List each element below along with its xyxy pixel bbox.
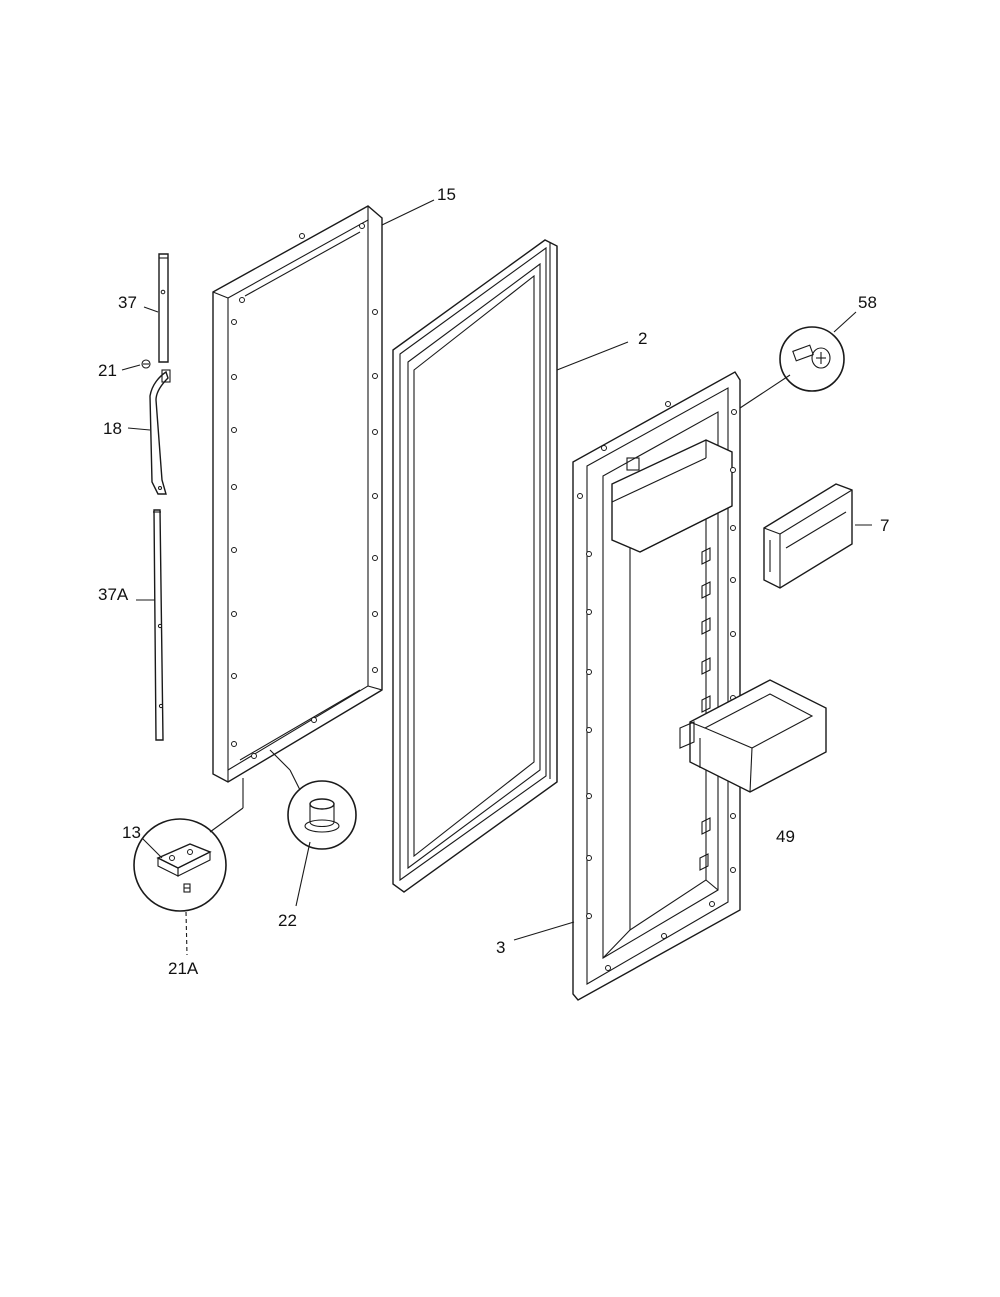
part-7-cover xyxy=(763,483,853,589)
part-3-inner-door-liner xyxy=(572,371,741,1001)
part-15-outer-door-panel xyxy=(212,205,383,783)
part-22-bushing-detail xyxy=(287,780,357,850)
part-18-hinge xyxy=(149,369,171,495)
callout-labels: 15 2 58 37 21 18 37A 7 49 13 22 21A 3 xyxy=(98,185,889,978)
part-13-bracket-detail xyxy=(133,818,227,912)
callout-2: 2 xyxy=(638,329,647,348)
part-37-hinge-bar xyxy=(158,253,169,363)
part-49-door-bin xyxy=(679,679,827,793)
callout-7: 7 xyxy=(880,516,889,535)
leader-lines xyxy=(121,199,872,956)
part-2-door-gasket xyxy=(392,239,558,893)
callout-21A: 21A xyxy=(168,959,199,978)
part-37A-hinge-bar xyxy=(153,509,164,741)
callout-22: 22 xyxy=(278,911,297,930)
callout-37: 37 xyxy=(118,293,137,312)
callout-49: 49 xyxy=(776,827,795,846)
callout-3: 3 xyxy=(496,938,505,957)
callout-58: 58 xyxy=(858,293,877,312)
part-21-screw xyxy=(141,359,151,369)
callout-21: 21 xyxy=(98,361,117,380)
callout-15: 15 xyxy=(437,185,456,204)
callout-37A: 37A xyxy=(98,585,129,604)
part-58-screw-detail xyxy=(779,326,845,392)
callout-13: 13 xyxy=(122,823,141,842)
callout-18: 18 xyxy=(103,419,122,438)
